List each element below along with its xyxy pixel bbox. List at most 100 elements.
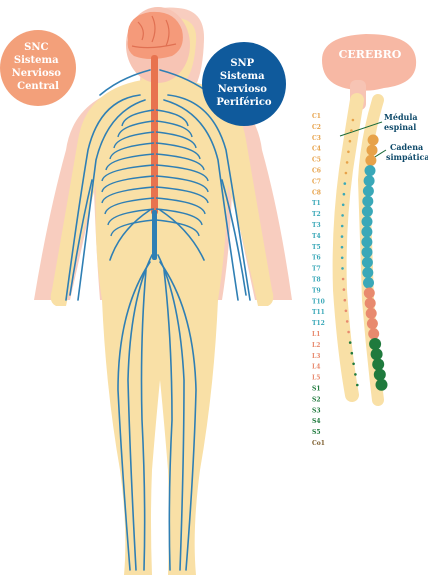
ganglion [372,358,384,370]
snp-line-4: Periférico [216,97,272,108]
ganglion [363,277,374,288]
snp-bubble: SNP Sistema Nervioso Periférico [202,42,286,126]
ganglion [362,247,373,258]
segment-label-c5: C5 [312,157,321,164]
ganglion [367,318,378,329]
cord-dot [349,341,352,344]
ganglion [364,288,375,299]
ganglion [362,216,373,227]
ganglion [364,175,375,186]
segment-label-s5: S5 [312,429,321,436]
cauda-equina [152,210,157,260]
segment-labels: C1C2C3C4C5C6C7C8T1T2T3T4T5T6T7T8T9T10T11… [312,113,325,447]
ganglion [362,196,373,207]
segment-label-l2: L2 [312,342,320,349]
segment-label-c6: C6 [312,168,321,175]
cord-dot [341,267,344,270]
ganglion [376,379,388,391]
snc-line-2: Sistema [14,55,59,66]
cord-dot [346,161,349,164]
cord-dot [343,288,346,291]
segment-label-co1: Co1 [312,440,325,447]
cord-dot [341,257,344,260]
cord-dot [351,352,354,355]
cord-dot [352,119,355,122]
segment-label-t9: T9 [312,287,321,294]
cord-dot [344,182,347,185]
cord-dot [352,363,355,366]
segment-label-t11: T11 [312,309,325,316]
segment-label-c4: C4 [312,146,321,153]
cord-dot [345,172,348,175]
snc-line-4: Central [17,81,59,92]
segment-label-c7: C7 [312,178,321,185]
ganglion [369,338,381,350]
ganglion [361,226,372,237]
segment-label-c8: C8 [312,189,321,196]
segment-label-c1: C1 [312,113,321,120]
ganglion [365,165,376,176]
cord-dot [341,246,344,249]
sympathetic-ganglia [361,135,387,391]
brain [128,12,183,59]
cord-dot [349,140,352,143]
cord-dot [354,373,357,376]
ganglion [362,257,373,268]
ganglion [367,145,378,156]
cord-dot [341,214,344,217]
cord-dot [341,225,344,228]
segment-label-l4: L4 [312,364,320,371]
segment-label-t5: T5 [312,244,321,251]
ganglion [365,155,376,166]
cord-dot [347,151,350,154]
segment-label-t12: T12 [312,320,325,327]
cord-dot [341,235,344,238]
segment-label-c3: C3 [312,135,321,142]
segment-label-l1: L1 [312,331,320,338]
segment-label-s4: S4 [312,418,321,425]
segment-label-t3: T3 [312,222,321,229]
spinal-cord [151,55,158,215]
snc-bubble: SNC Sistema Nervioso Central [0,30,76,106]
cord-dot [342,278,345,281]
ganglion [363,186,374,197]
snp-line-1: SNP [230,58,254,69]
ganglion [371,348,383,360]
segment-label-l5: L5 [312,375,320,382]
ganglion [361,237,372,248]
segment-label-s1: S1 [312,386,321,393]
cadena-label: Cadena simpática [386,142,428,162]
snc-line-3: Nervioso [12,68,62,79]
cord-dot [356,384,359,387]
segment-label-t4: T4 [312,233,321,240]
cord-dot [342,204,345,207]
ganglion [374,369,386,381]
medula-label: Médula espinal [384,112,420,132]
segment-label-t7: T7 [312,266,321,273]
segment-label-t1: T1 [312,200,321,207]
cord-dot [344,299,347,302]
cord-dot [350,129,353,132]
ganglion [365,298,376,309]
cord-dot [345,310,348,313]
segment-label-t8: T8 [312,277,321,284]
ganglion [362,206,373,217]
segment-label-s3: S3 [312,407,321,414]
segment-label-l3: L3 [312,353,320,360]
snp-line-2: Sistema [220,71,265,82]
snp-line-3: Nervioso [218,84,268,95]
segment-label-t6: T6 [312,255,321,262]
cord-dot [347,331,350,334]
segment-label-c2: C2 [312,124,321,131]
ganglion [366,308,377,319]
ganglion [362,267,373,278]
segment-label-s2: S2 [312,396,321,403]
cord-dot [346,320,349,323]
cerebro-brain [322,34,416,91]
segment-label-t2: T2 [312,211,321,218]
segment-label-t10: T10 [312,298,325,305]
cerebro-label: CEREBRO [339,48,402,61]
spine-diagram: CEREBRO Médula espinal Cadena simpática … [312,34,428,447]
ganglion [368,328,379,339]
